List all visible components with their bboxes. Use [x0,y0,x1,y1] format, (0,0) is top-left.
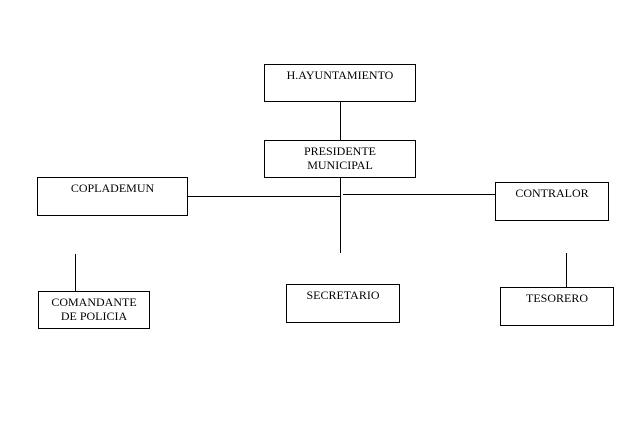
node-comandante-de-policia: COMANDANTE DE POLICIA [38,291,150,329]
connector-coplademun [188,196,341,197]
node-coplademun: COPLADEMUN [37,177,188,216]
connector-comandante [75,254,76,291]
node-ayuntamiento-label: H.AYUNTAMIENTO [286,68,394,82]
node-tesorero-label: TESORERO [525,291,588,305]
node-presidente-municipal: PRESIDENTE MUNICIPAL [264,140,416,178]
node-secretario: SECRETARIO [286,284,400,323]
node-contralor: CONTRALOR [495,182,609,221]
node-secretario-label: SECRETARIO [306,288,380,302]
connector-contralor [343,194,495,195]
node-coplademun-label: COPLADEMUN [70,181,155,195]
node-presidente-municipal-label: PRESIDENTE MUNICIPAL [304,144,376,172]
node-contralor-label: CONTRALOR [515,186,589,200]
connector-ayuntamiento-presidente [340,102,341,140]
connector-tesorero [566,253,567,287]
node-tesorero: TESORERO [500,287,614,326]
connector-presidente-down [340,178,341,253]
node-ayuntamiento: H.AYUNTAMIENTO [264,64,416,102]
node-comandante-de-policia-label: COMANDANTE DE POLICIA [51,295,137,323]
